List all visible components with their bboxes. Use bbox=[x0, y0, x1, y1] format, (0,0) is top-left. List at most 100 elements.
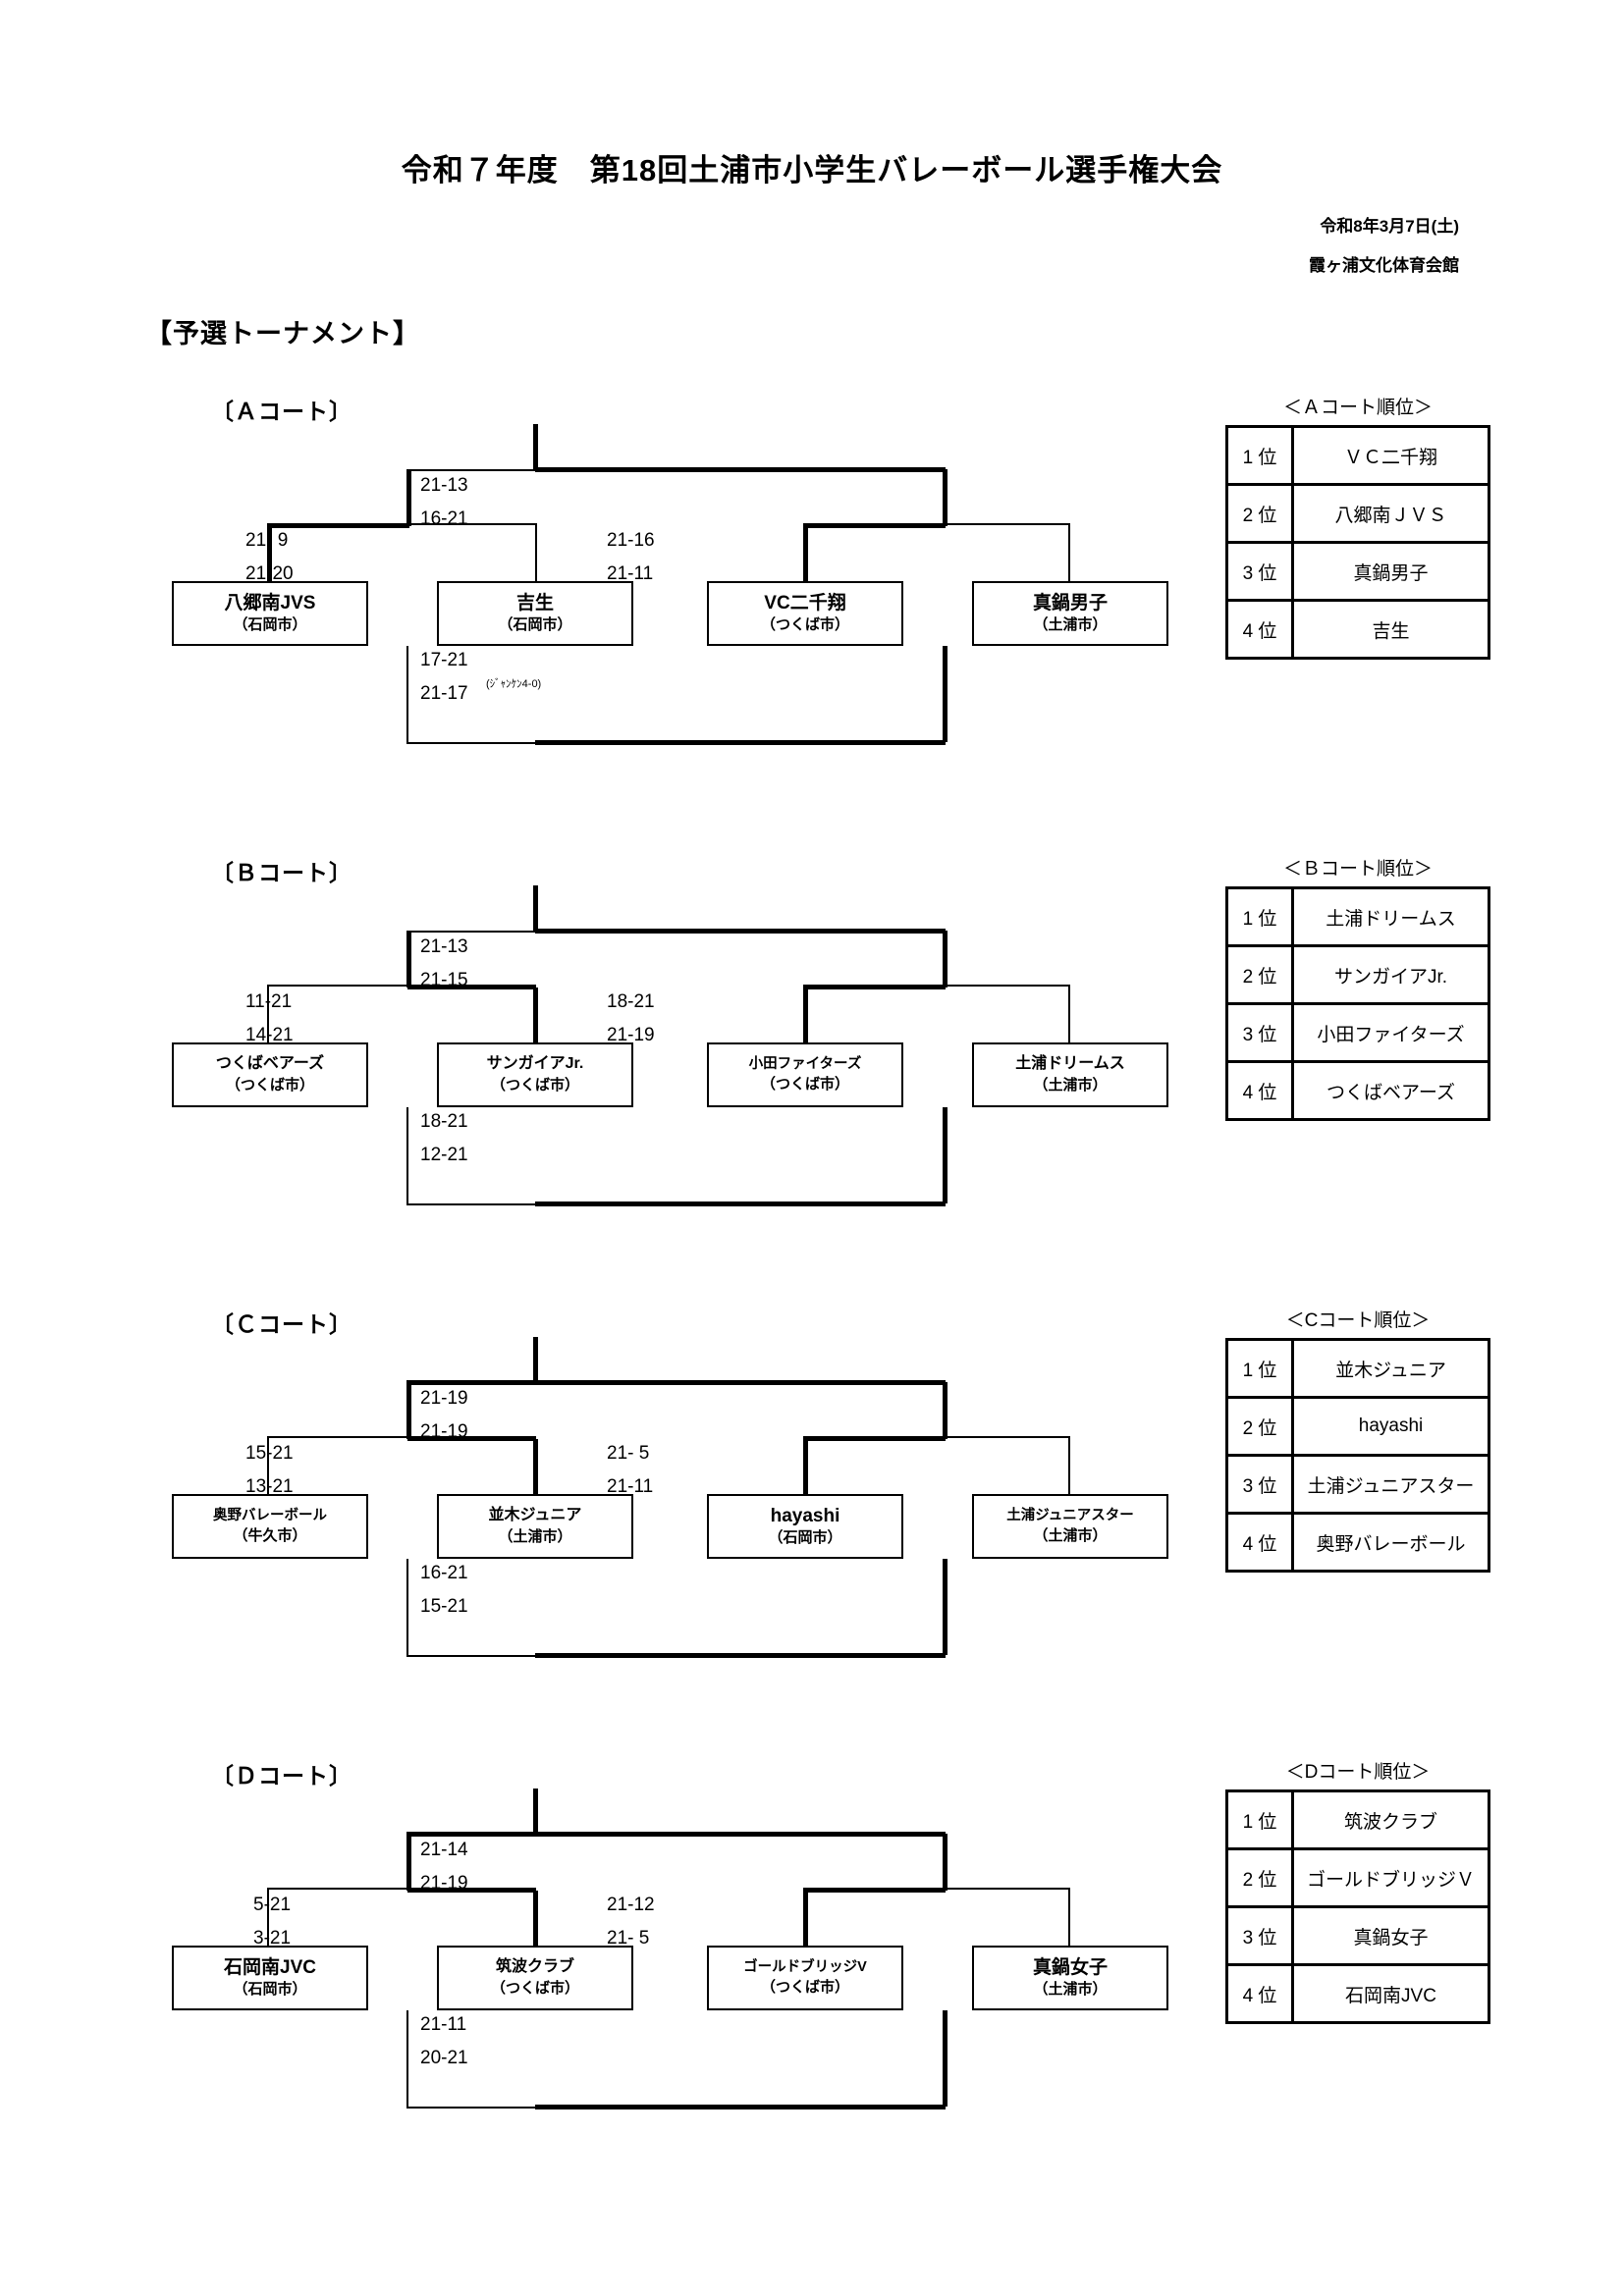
table-row: 1 位 ＶＣ二千翔 bbox=[1226, 426, 1489, 485]
score-semi-right-set2: 21-11 bbox=[607, 1476, 654, 1497]
score-final-set2: 16-21 bbox=[420, 508, 468, 529]
rank-team: サンガイアJr. bbox=[1292, 944, 1489, 1004]
team-city: （土浦市） bbox=[1033, 616, 1108, 634]
bracket-line bbox=[267, 1888, 269, 1947]
court-label-c: 〔Ｃコート〕 bbox=[211, 1311, 352, 1337]
team-name: サンガイアJr. bbox=[486, 1055, 584, 1073]
rank-team: 土浦ジュニアスター bbox=[1292, 1454, 1489, 1514]
bracket-line bbox=[1068, 523, 1070, 582]
court-block-c: 〔Ｃコート〕 奥野バレーボール （牛久市） 並木ジュニア （土浦市） hayas… bbox=[0, 1306, 1624, 1718]
team-name: ゴールドブリッジV bbox=[743, 1959, 867, 1976]
bracket-line bbox=[406, 1107, 408, 1205]
rank-position: 3 位 bbox=[1226, 1002, 1294, 1062]
score-final-set1: 21-13 bbox=[420, 475, 468, 496]
score-final-set1: 21-14 bbox=[420, 1840, 468, 1860]
score-semi-right-set2: 21-19 bbox=[607, 1025, 655, 1045]
bracket-line bbox=[407, 1436, 536, 1441]
bracket-line bbox=[803, 523, 946, 528]
team-name: 石岡南JVC bbox=[224, 1956, 316, 1978]
table-row: 3 位 小田ファイターズ bbox=[1226, 1002, 1489, 1062]
table-row: 2 位 サンガイアJr. bbox=[1226, 944, 1489, 1004]
score-final-set2: 21-19 bbox=[420, 1873, 468, 1894]
team-box: VC二千翔 （つくば市） bbox=[707, 581, 903, 646]
ranking-table-a: ＜Ａコート順位＞ 1 位 ＶＣ二千翔 2 位 八郷南ＪＶＳ 3 位 真鍋男子 4… bbox=[1225, 393, 1490, 660]
score-semi-right-set1: 21-12 bbox=[607, 1895, 655, 1915]
bracket-line bbox=[943, 469, 947, 526]
team-box: ゴールドブリッジV （つくば市） bbox=[707, 1946, 903, 2010]
team-box: 筑波クラブ （つくば市） bbox=[437, 1946, 633, 2010]
table-row: 3 位 土浦ジュニアスター bbox=[1226, 1454, 1489, 1514]
bracket-line bbox=[533, 885, 538, 933]
score-semi-left-set1: 5-21 bbox=[253, 1895, 292, 1915]
ranking-table-d: ＜Dコート順位＞ 1 位 筑波クラブ 2 位 ゴールドブリッジＶ 3 位 真鍋女… bbox=[1225, 1757, 1490, 2024]
ranking-title: ＜Ａコート順位＞ bbox=[1282, 398, 1433, 418]
bracket-line bbox=[533, 988, 538, 1044]
bracket-line bbox=[803, 988, 808, 1044]
team-name: 真鍋男子 bbox=[1032, 592, 1108, 614]
rank-team: 小田ファイターズ bbox=[1292, 1002, 1489, 1062]
bracket-line bbox=[535, 1832, 946, 1837]
score-semi-right-set1: 21-16 bbox=[607, 530, 655, 551]
ranking-title: ＜Dコート順位＞ bbox=[1285, 1762, 1431, 1783]
ranking-title: ＜Ｂコート順位＞ bbox=[1282, 859, 1433, 880]
bracket-line bbox=[535, 523, 537, 582]
table-row: 2 位 八郷南ＪＶＳ bbox=[1226, 483, 1489, 543]
table-row: 3 位 真鍋男子 bbox=[1226, 541, 1489, 601]
bracket-line bbox=[943, 1436, 1070, 1438]
score-semi-left-set2: 13-21 bbox=[245, 1476, 294, 1497]
score-third-set1: 17-21 bbox=[420, 650, 468, 670]
table-row: 2 位 ゴールドブリッジＶ bbox=[1226, 1847, 1489, 1907]
score-third-set1: 16-21 bbox=[420, 1563, 468, 1583]
score-third-set2: 15-21 bbox=[420, 1596, 468, 1617]
bracket-line bbox=[406, 931, 536, 933]
score-semi-right-set2: 21-11 bbox=[607, 563, 654, 584]
bracket-line bbox=[533, 1439, 538, 1496]
team-box: hayashi （石岡市） bbox=[707, 1494, 903, 1559]
rank-position: 1 位 bbox=[1226, 426, 1294, 485]
bracket-line bbox=[533, 1337, 538, 1384]
ranking-title: ＜Cコート順位＞ bbox=[1285, 1310, 1431, 1331]
bracket-line bbox=[406, 742, 536, 744]
team-city: （石岡市） bbox=[768, 1529, 842, 1547]
ranking-table-b: ＜Ｂコート順位＞ 1 位 土浦ドリームス 2 位 サンガイアJr. 3 位 小田… bbox=[1225, 854, 1490, 1121]
rank-team: つくばベアーズ bbox=[1292, 1060, 1489, 1120]
bracket-line bbox=[406, 2107, 536, 2109]
rank-position: 2 位 bbox=[1226, 1847, 1294, 1907]
rank-team: 八郷南ＪＶＳ bbox=[1292, 483, 1489, 543]
team-city: （土浦市） bbox=[1033, 1076, 1108, 1094]
bracket-line bbox=[406, 1380, 536, 1385]
bracket-line bbox=[533, 1891, 538, 1948]
score-third-set1: 21-11 bbox=[420, 2014, 467, 2035]
bracket-line bbox=[1068, 1436, 1070, 1495]
team-name: 筑波クラブ bbox=[495, 1958, 574, 1976]
janken-note: (ｼﾞｬﾝｹﾝ4-0) bbox=[486, 678, 542, 690]
team-box: 土浦ジュニアスター （土浦市） bbox=[972, 1494, 1168, 1559]
score-final-set2: 21-15 bbox=[420, 970, 468, 990]
bracket-line bbox=[407, 985, 536, 989]
page-title: 令和７年度 第18回土浦市小学生バレーボール選手権大会 bbox=[401, 153, 1223, 187]
rank-team: ゴールドブリッジＶ bbox=[1292, 1847, 1489, 1907]
team-box: 奥野バレーボール （牛久市） bbox=[172, 1494, 368, 1559]
rank-team: 並木ジュニア bbox=[1292, 1339, 1489, 1398]
team-city: （つくば市） bbox=[760, 1978, 849, 1996]
bracket-line bbox=[406, 1834, 411, 1891]
score-semi-left-set2: 21-20 bbox=[245, 563, 294, 584]
team-city: （石岡市） bbox=[233, 616, 307, 634]
team-city: （つくば市） bbox=[760, 616, 849, 634]
team-box: 小田ファイターズ （つくば市） bbox=[707, 1042, 903, 1107]
rank-position: 1 位 bbox=[1226, 1790, 1294, 1849]
table-row: 1 位 筑波クラブ bbox=[1226, 1790, 1489, 1849]
bracket-line bbox=[803, 526, 808, 583]
score-semi-left-set2: 3-21 bbox=[253, 1928, 292, 1949]
bracket-line bbox=[1068, 1888, 1070, 1947]
team-name: hayashi bbox=[770, 1505, 840, 1526]
table-row: 1 位 並木ジュニア bbox=[1226, 1339, 1489, 1398]
team-name: 小田ファイターズ bbox=[748, 1056, 862, 1073]
bracket-line bbox=[803, 1436, 946, 1441]
team-box: 並木ジュニア （土浦市） bbox=[437, 1494, 633, 1559]
bracket-line bbox=[267, 1436, 269, 1495]
bracket-line bbox=[406, 931, 411, 988]
court-block-a: 〔Ａコート〕 八郷南JVS （石岡市） 吉生 （石岡市） VC二千翔 （つくば市… bbox=[0, 393, 1624, 805]
team-box: 真鍋男子 （土浦市） bbox=[972, 581, 1168, 646]
rank-position: 3 位 bbox=[1226, 541, 1294, 601]
